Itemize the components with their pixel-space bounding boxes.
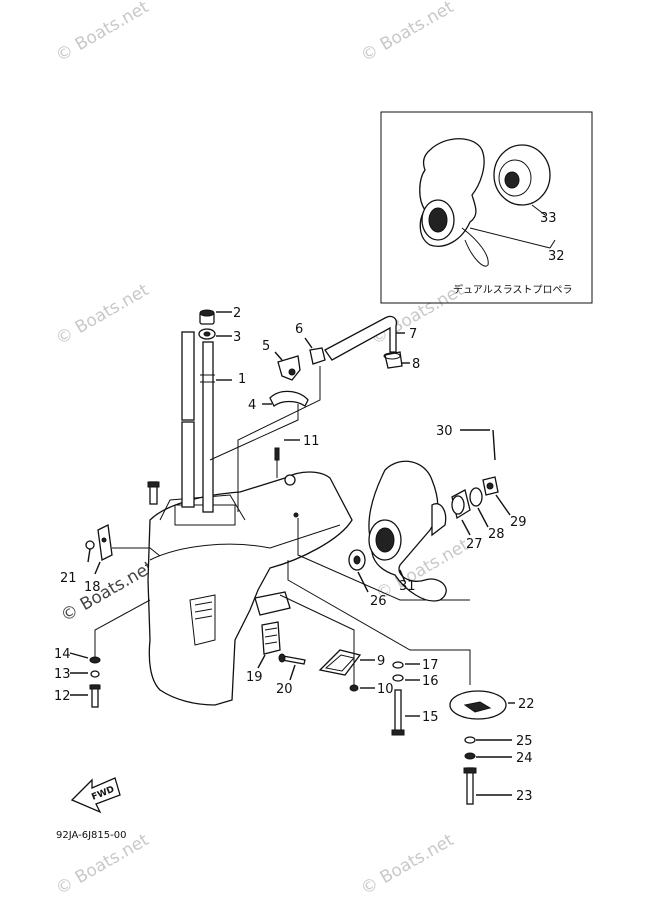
shaft-top-parts	[198, 309, 232, 381]
label-3: 3	[233, 330, 241, 345]
part-30	[492, 429, 496, 461]
part-6-nut	[309, 347, 326, 365]
watermark: © Boats.net	[53, 280, 153, 349]
anode-parts	[449, 690, 515, 805]
spacer-disc	[493, 144, 551, 206]
label-8: 8	[412, 357, 420, 372]
blade-tip	[461, 227, 489, 267]
dual-thrust-propeller-inset: 33 32 デュアルスラストプロペラ	[380, 111, 593, 304]
part-7-hose	[324, 315, 398, 361]
label-29: 29	[510, 515, 527, 530]
label-25: 25	[516, 734, 533, 749]
inset-frame	[380, 111, 593, 304]
label-4: 4	[248, 398, 256, 413]
tube-lower	[181, 421, 195, 508]
plate-parts	[279, 594, 375, 692]
part-24	[464, 752, 476, 760]
part-17	[392, 661, 404, 669]
part-labels: 1 2 3 4 5 6 7 8 9 10 11 12 13 14 15 16 1…	[54, 306, 535, 804]
gearcase-body	[147, 471, 353, 706]
label-33: 33	[540, 211, 557, 226]
watermarks: © Boats.net © Boats.net © Boats.net © Bo…	[53, 0, 473, 899]
hose-parts	[209, 315, 410, 512]
tube-upper	[181, 331, 195, 421]
part-11	[274, 439, 300, 478]
label-21: 21	[60, 571, 77, 586]
watermark: © Boats.net	[358, 830, 458, 899]
label-16: 16	[422, 674, 439, 689]
label-23: 23	[516, 789, 533, 804]
label-26: 26	[370, 594, 387, 609]
label-31: 31	[399, 579, 416, 594]
part-4-bracket	[269, 390, 309, 407]
left-bolt-parts	[69, 599, 151, 708]
label-14: 14	[54, 647, 71, 662]
part-25	[464, 736, 476, 744]
part-13	[90, 670, 100, 678]
label-19: 19	[246, 670, 263, 685]
label-6: 6	[295, 322, 303, 337]
watermark: © Boats.net	[53, 0, 153, 66]
label-12: 12	[54, 689, 71, 704]
label-5: 5	[262, 339, 270, 354]
label-1: 1	[238, 372, 246, 387]
part-15	[394, 689, 402, 733]
part-14	[89, 656, 101, 664]
watermark: © Boats.net	[358, 0, 458, 66]
label-28: 28	[488, 527, 505, 542]
label-30: 30	[436, 424, 453, 439]
part-18	[97, 524, 113, 561]
part-19	[261, 621, 281, 655]
label-10: 10	[377, 682, 394, 697]
watermark: © Boats.net	[58, 557, 158, 626]
propeller-parts	[348, 429, 511, 602]
anode-bracket-parts	[85, 524, 161, 575]
part-28	[469, 487, 483, 507]
inset-caption: デュアルスラストプロペラ	[453, 283, 573, 296]
label-15: 15	[422, 710, 439, 725]
part-16	[392, 674, 404, 682]
part-21	[85, 540, 95, 550]
diagram-code: 92JA-6J815-00	[56, 830, 126, 841]
trim-tab-parts	[257, 621, 306, 681]
fwd-arrow-shape	[70, 777, 121, 814]
label-20: 20	[276, 682, 293, 697]
label-17: 17	[422, 658, 439, 673]
label-2: 2	[233, 306, 241, 321]
label-7: 7	[409, 327, 417, 342]
label-11: 11	[303, 434, 320, 449]
label-18: 18	[84, 580, 101, 595]
label-9: 9	[377, 654, 385, 669]
hub-bore	[428, 207, 448, 233]
label-27: 27	[466, 537, 483, 552]
lower-case-housing	[147, 331, 353, 706]
label-24: 24	[516, 751, 533, 766]
label-22: 22	[518, 697, 535, 712]
label-13: 13	[54, 667, 71, 682]
fwd-arrow: FWD	[70, 777, 121, 814]
drive-shaft	[202, 341, 214, 513]
label-32: 32	[548, 249, 565, 264]
